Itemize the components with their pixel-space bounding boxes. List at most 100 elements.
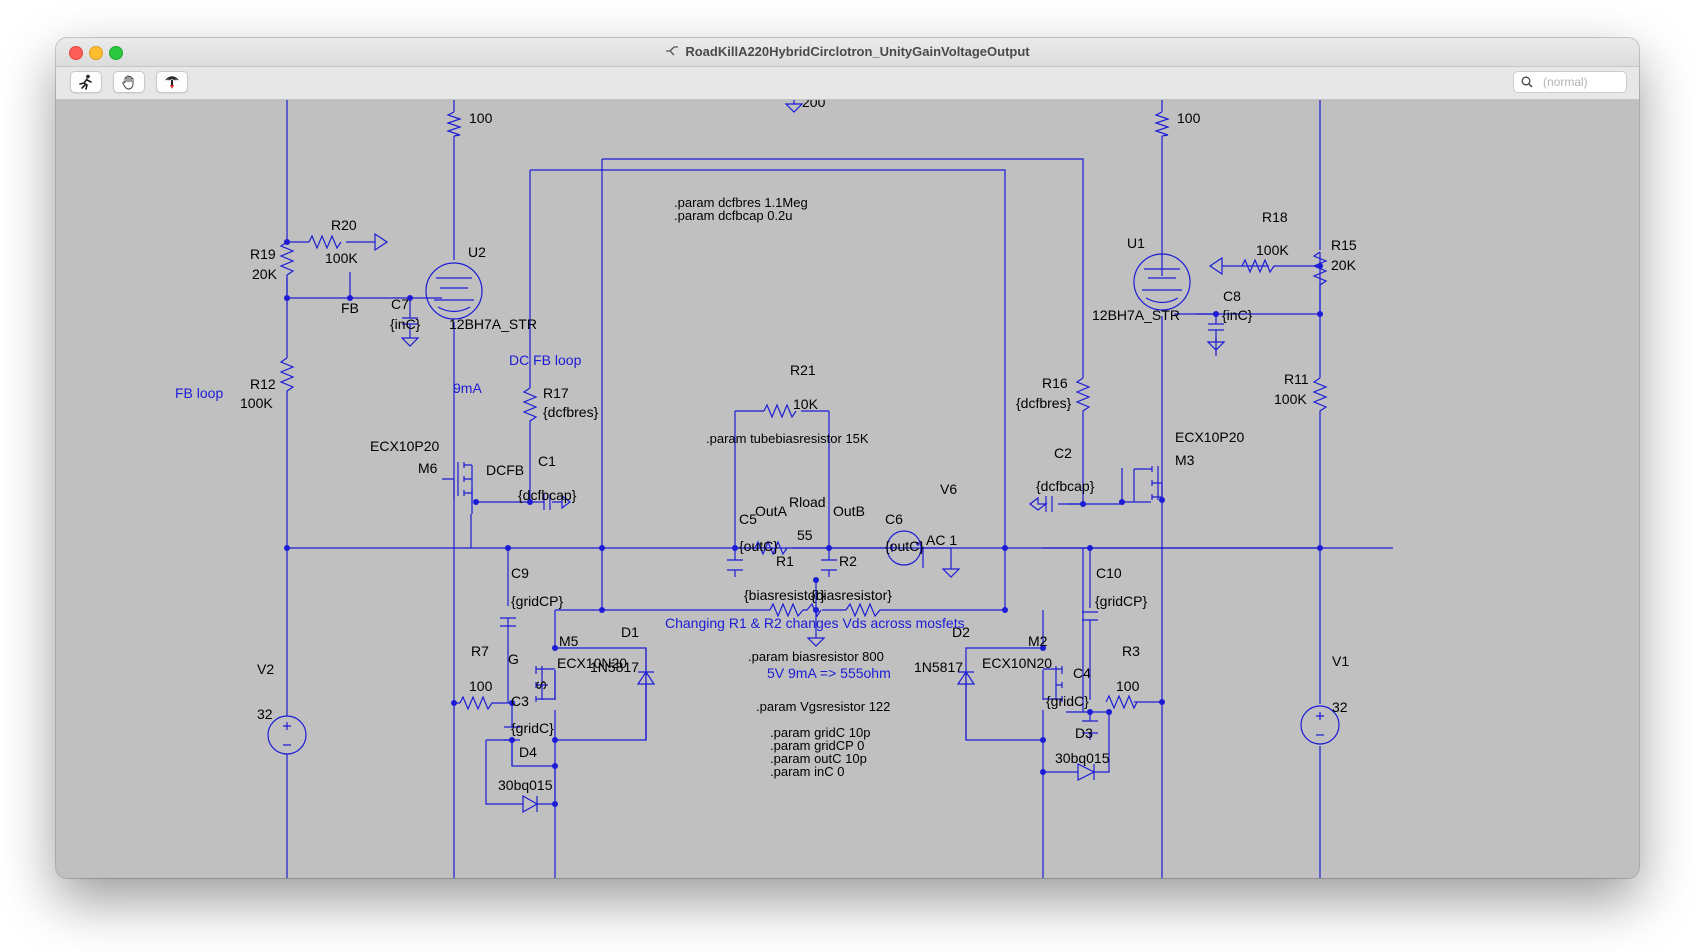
schematic-comments[interactable]: FB loop DC FB loop 9mA Changing R1 & R2 … <box>175 352 965 681</box>
directive-dcfbres: .param dcfbres 1.1Meg <box>674 195 808 210</box>
gate-label: G <box>508 651 519 667</box>
r20-label: R20 <box>331 217 357 233</box>
r18-value: 100K <box>1256 242 1289 258</box>
pan-button[interactable] <box>113 71 145 93</box>
schematic-canvas[interactable]: 100 200 100 R20 100K R19 20K FB C7 {inC}… <box>56 100 1639 878</box>
d1-label: D1 <box>621 624 639 640</box>
c8-value: {inC} <box>1222 307 1253 323</box>
c7-label: C7 <box>391 296 409 312</box>
v6-label: V6 <box>940 481 957 497</box>
capacitor-C5[interactable] <box>727 559 743 571</box>
capacitor-C1[interactable] <box>543 494 571 510</box>
voltage-source-V6[interactable] <box>886 530 961 578</box>
junction-dots <box>284 239 1323 807</box>
r7-label: R7 <box>471 643 489 659</box>
diode-D4[interactable] <box>522 794 539 814</box>
r2-label: R2 <box>839 553 857 569</box>
resistor-R15[interactable] <box>1312 251 1328 318</box>
resistor-R12[interactable] <box>279 357 295 400</box>
c5-value: {outC} <box>739 538 778 554</box>
probe-icon <box>165 76 179 89</box>
close-button[interactable] <box>69 46 83 60</box>
m6-type: ECX10P20 <box>370 438 439 454</box>
c5-label: C5 <box>739 511 757 527</box>
resistor-Rload[interactable] <box>754 540 788 556</box>
run-button[interactable] <box>70 71 102 93</box>
mosfet-M6[interactable] <box>442 462 473 514</box>
capacitor-C7[interactable] <box>400 317 420 347</box>
window-title-text: RoadKillA220HybridCirclotron_UnityGainVo… <box>685 44 1030 59</box>
c7-value: {inC} <box>390 316 421 332</box>
r19-label: R19 <box>250 246 276 262</box>
toolbar <box>56 67 1639 100</box>
r1-value: {biasresistor} <box>744 587 825 603</box>
c3-value: {gridC} <box>511 720 554 736</box>
r11-value: 100K <box>1274 391 1307 407</box>
resistor-R16[interactable] <box>1075 377 1091 438</box>
outa-label: OutA <box>755 503 788 519</box>
resistor-R21[interactable] <box>763 403 797 419</box>
spice-directives[interactable]: .param dcfbres 1.1Meg .param dcfbcap 0.2… <box>674 195 890 779</box>
resistor-R2[interactable] <box>845 602 894 618</box>
search-icon <box>1521 76 1533 88</box>
resistor-R1[interactable] <box>769 602 822 618</box>
r18-label: R18 <box>1262 209 1288 225</box>
schematic-drawing[interactable]: 100 200 100 R20 100K R19 20K FB C7 {inC}… <box>56 100 1639 878</box>
mosfet-M5[interactable] <box>535 666 556 702</box>
directive-vgsresistor: .param Vgsresistor 122 <box>756 699 890 714</box>
comment-fb-loop: FB loop <box>175 385 223 401</box>
r2-value: {biasresistor} <box>811 587 892 603</box>
zoom-button[interactable] <box>109 46 123 60</box>
search-box[interactable] <box>1513 71 1627 93</box>
diode-D2[interactable] <box>956 670 976 685</box>
resistor-R20[interactable] <box>308 232 389 252</box>
directive-outc: .param outC 10p <box>770 751 867 766</box>
diode-D3[interactable] <box>1077 763 1096 781</box>
m5-type: ECX10N20 <box>557 655 627 671</box>
diode-D1[interactable] <box>636 648 656 740</box>
capacitor-C10[interactable] <box>1082 611 1098 621</box>
u2-label: U2 <box>468 244 486 260</box>
mosfet-M2[interactable] <box>1043 666 1063 702</box>
mosfet-M3[interactable] <box>1133 466 1163 502</box>
voltage-source-V2[interactable] <box>267 715 307 755</box>
component-labels: 100 200 100 R20 100K R19 20K FB C7 {inC}… <box>240 100 1357 793</box>
directive-inc: .param inC 0 <box>770 764 844 779</box>
ground-mid <box>806 637 826 647</box>
resistor-R11[interactable] <box>1312 377 1328 430</box>
c10-value: {gridCP} <box>1095 593 1147 609</box>
capacitor-C8[interactable] <box>1206 323 1226 351</box>
voltage-source-V1[interactable] <box>1300 705 1340 745</box>
r12-value: 100K <box>240 395 273 411</box>
ground-top-mid <box>784 100 804 113</box>
capacitor-C6[interactable] <box>821 559 837 571</box>
resistor-R18[interactable] <box>1208 256 1310 276</box>
u2-value: 12BH7A_STR <box>449 316 537 332</box>
hand-icon <box>122 75 134 90</box>
tube-U1[interactable] <box>1133 253 1191 311</box>
resistor-R4[interactable] <box>446 111 462 137</box>
r19-value: 20K <box>252 266 278 282</box>
fb-label: FB <box>341 300 359 316</box>
r3-value: 100 <box>1116 678 1140 694</box>
minimize-button[interactable] <box>89 46 103 60</box>
r1-label: R1 <box>776 553 794 569</box>
capacitor-C9[interactable] <box>500 617 516 627</box>
m3-type: ECX10P20 <box>1175 429 1244 445</box>
tube-U2[interactable] <box>425 262 483 320</box>
resistor-R3[interactable] <box>1105 694 1138 710</box>
d3-type: 30bq015 <box>1055 750 1110 766</box>
directive-gridc: .param gridC 10p <box>770 725 870 740</box>
probe-button[interactable] <box>156 71 188 93</box>
capacitor-C2[interactable] <box>1029 496 1053 512</box>
capacitor-C4[interactable] <box>1082 720 1098 734</box>
search-input[interactable] <box>1541 73 1625 91</box>
r21-value: 10K <box>793 396 819 412</box>
v2-value: 32 <box>257 706 273 722</box>
resistor-R17[interactable] <box>522 387 538 436</box>
c9-label: C9 <box>511 565 529 581</box>
resistor-R19[interactable] <box>279 241 295 298</box>
resistor-R6[interactable] <box>1154 111 1170 137</box>
resistor-R7[interactable] <box>459 695 501 711</box>
outb-label: OutB <box>833 503 865 519</box>
